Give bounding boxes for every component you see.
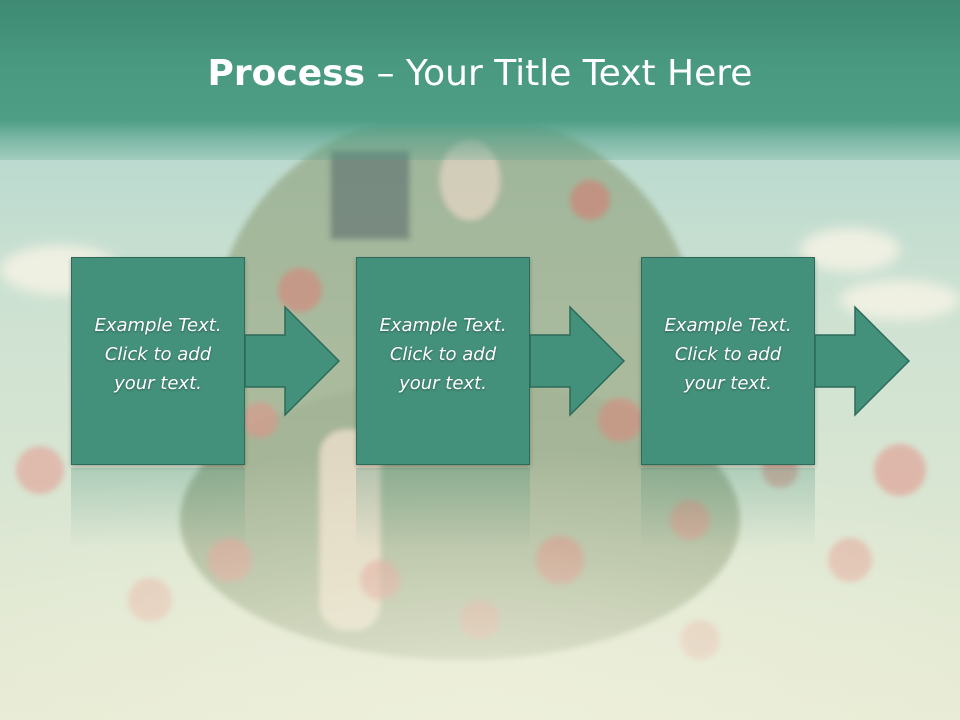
slide-title: Process – Your Title Text Here bbox=[0, 52, 960, 96]
step-3-text[interactable]: Example Text. Click to add your text. bbox=[664, 315, 792, 394]
title-band bbox=[0, 0, 960, 160]
right-arrow-icon bbox=[244, 305, 341, 417]
slide-title-bold: Process bbox=[207, 53, 366, 94]
step-3-box[interactable] bbox=[641, 257, 815, 465]
step-2-text[interactable]: Example Text. Click to add your text. bbox=[379, 315, 507, 394]
step-3-reflection bbox=[641, 468, 815, 548]
process-step-3[interactable]: Example Text. Click to add your text. bbox=[641, 257, 911, 467]
step-2-box[interactable] bbox=[356, 257, 530, 465]
process-step-1[interactable]: Example Text. Click to add your text. bbox=[71, 257, 341, 467]
step-2-reflection bbox=[356, 468, 530, 548]
step-1-box[interactable] bbox=[71, 257, 245, 465]
right-arrow-icon bbox=[529, 305, 626, 417]
step-1-reflection bbox=[71, 468, 245, 548]
step-1-text[interactable]: Example Text. Click to add your text. bbox=[94, 315, 222, 394]
process-step-2[interactable]: Example Text. Click to add your text. bbox=[356, 257, 626, 467]
slide-title-rest: – Your Title Text Here bbox=[365, 53, 753, 94]
right-arrow-icon bbox=[814, 305, 911, 417]
